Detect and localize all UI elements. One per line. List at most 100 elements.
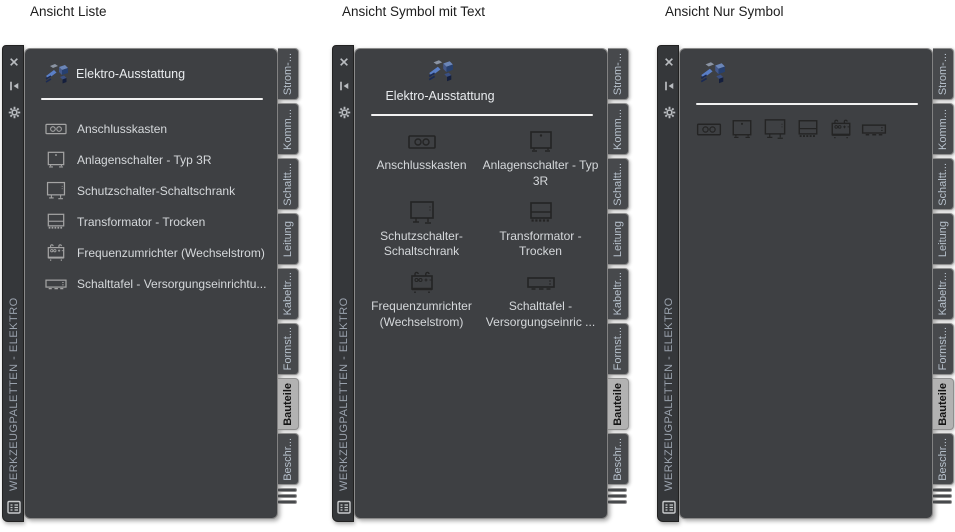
tool-item[interactable]: Transformator - Trocken xyxy=(25,206,277,237)
tab-schalttafeln[interactable]: Schaltt... xyxy=(278,158,299,210)
tool-label: Frequenzumrichter (Wechselstrom) xyxy=(77,245,265,260)
properties-icon xyxy=(6,499,22,515)
tool-item[interactable]: Transformator - Trocken xyxy=(482,200,599,261)
tab-leitung[interactable]: Leitung xyxy=(278,213,299,265)
tool-palette-window-icon-text-view: WERKZEUGPALETTEN - ELEKTRO Elektro-Ausst… xyxy=(332,45,629,522)
tab-beschriftung[interactable]: Beschr... xyxy=(608,433,629,485)
tool-item[interactable]: Schalttafel - Versorgungseinric ... xyxy=(482,270,599,331)
tool-item[interactable]: Schutzschalter-Schaltschrank xyxy=(25,175,277,206)
gear-icon xyxy=(663,106,676,119)
title-bar-strip: WERKZEUGPALETTEN - ELEKTRO xyxy=(332,45,354,522)
tab-overflow-stack[interactable] xyxy=(608,488,627,504)
tool-item[interactable]: Anschlusskasten xyxy=(25,113,277,144)
transformer-icon xyxy=(43,212,69,232)
tab-formstuecke[interactable]: Formst... xyxy=(608,323,629,375)
tab-kommunikation[interactable]: Komm... xyxy=(278,103,299,155)
tab-stromversorgung[interactable]: Strom-... xyxy=(278,48,299,100)
elektro-ausstattung-icon xyxy=(698,59,726,87)
settings-button[interactable] xyxy=(333,102,355,122)
tab-overflow-stack[interactable] xyxy=(933,488,952,504)
tool-grid: Anschlusskasten Anlagenschalter - Typ 3R… xyxy=(363,129,599,331)
close-icon xyxy=(339,57,349,67)
tab-bauteile[interactable]: Bauteile xyxy=(933,378,954,430)
tab-formstuecke[interactable]: Formst... xyxy=(933,323,954,375)
palette-panel: Elektro-Ausstattung Anschlusskasten Anla… xyxy=(24,48,278,519)
close-button[interactable] xyxy=(3,52,25,72)
equipment-switch-icon xyxy=(525,129,557,155)
elektro-ausstattung-icon xyxy=(43,61,69,87)
auto-hide-button[interactable] xyxy=(658,76,680,96)
tab-leitung[interactable]: Leitung xyxy=(933,213,954,265)
tab-kabeltrassen[interactable]: Kabeltr... xyxy=(933,268,954,320)
tab-bauteile[interactable]: Bauteile xyxy=(278,378,299,430)
tool-item[interactable]: Schutzschalter- Schaltschrank xyxy=(363,200,480,261)
tab-stromversorgung[interactable]: Strom-... xyxy=(608,48,629,100)
tab-beschriftung[interactable]: Beschr... xyxy=(933,433,954,485)
tab-beschriftung[interactable]: Beschr... xyxy=(278,433,299,485)
group-header xyxy=(680,49,932,92)
pin-icon xyxy=(663,80,675,92)
tab-kabeltrassen[interactable]: Kabeltr... xyxy=(608,268,629,320)
breaker-cabinet-icon xyxy=(43,181,69,201)
tab-leitung[interactable]: Leitung xyxy=(608,213,629,265)
group-separator xyxy=(696,103,918,105)
breaker-cabinet-icon[interactable] xyxy=(761,118,789,141)
tab-kommunikation[interactable]: Komm... xyxy=(933,103,954,155)
tool-item[interactable]: Frequenzumrichter (Wechselstrom) xyxy=(363,270,480,331)
group-header-label: Elektro-Ausstattung xyxy=(76,67,186,81)
tab-schalttafeln[interactable]: Schaltt... xyxy=(933,158,954,210)
equipment-switch-icon xyxy=(43,150,69,170)
tab-strip: Strom-... Komm... Schaltt... Leitung Kab… xyxy=(608,48,629,506)
properties-button[interactable] xyxy=(5,498,23,516)
close-button[interactable] xyxy=(333,52,355,72)
tool-label: Anschlusskasten xyxy=(376,158,467,172)
frequency-converter-icon[interactable] xyxy=(827,118,855,141)
transformer-icon xyxy=(525,200,557,226)
tab-kabeltrassen[interactable]: Kabeltr... xyxy=(278,268,299,320)
close-icon xyxy=(9,57,19,67)
view-label-liste: Ansicht Liste xyxy=(30,4,107,19)
tool-item[interactable]: Anlagenschalter - Typ 3R xyxy=(482,129,599,190)
frequency-converter-icon xyxy=(406,270,438,296)
tab-strip: Strom-... Komm... Schaltt... Leitung Kab… xyxy=(933,48,954,506)
properties-button[interactable] xyxy=(660,498,678,516)
junction-box-icon xyxy=(43,119,69,139)
settings-button[interactable] xyxy=(3,102,25,122)
tab-stromversorgung[interactable]: Strom-... xyxy=(933,48,954,100)
properties-button[interactable] xyxy=(335,498,353,516)
tab-bauteile[interactable]: Bauteile xyxy=(608,378,629,430)
palette-panel: Elektro-Ausstattung Anschlusskasten Anla… xyxy=(354,48,608,519)
tab-kommunikation[interactable]: Komm... xyxy=(608,103,629,155)
tool-icon-row xyxy=(695,118,932,141)
close-button[interactable] xyxy=(658,52,680,72)
tool-label: Frequenzumrichter (Wechselstrom) xyxy=(371,299,472,330)
auto-hide-button[interactable] xyxy=(333,76,355,96)
tool-palette-window-list-view: WERKZEUGPALETTEN - ELEKTRO Elektro-Ausst… xyxy=(2,45,299,522)
junction-box-icon xyxy=(406,129,438,155)
tool-list: Anschlusskasten Anlagenschalter - Typ 3R… xyxy=(25,113,277,299)
tab-formstuecke[interactable]: Formst... xyxy=(278,323,299,375)
transformer-icon[interactable] xyxy=(794,118,822,141)
gear-icon xyxy=(338,106,351,119)
palette-panel xyxy=(679,48,933,519)
tab-schalttafeln[interactable]: Schaltt... xyxy=(608,158,629,210)
tab-overflow-stack[interactable] xyxy=(278,488,297,504)
group-separator xyxy=(371,114,593,116)
tool-item[interactable]: Schalttafel - Versorgungseinrichtu... xyxy=(25,268,277,299)
tool-item[interactable]: Anlagenschalter - Typ 3R xyxy=(25,144,277,175)
frequency-converter-icon xyxy=(43,243,69,263)
panelboard-icon[interactable] xyxy=(860,118,888,141)
properties-icon xyxy=(661,499,677,515)
tool-label: Transformator - Trocken xyxy=(77,214,206,229)
auto-hide-button[interactable] xyxy=(3,76,25,96)
tool-item[interactable]: Anschlusskasten xyxy=(363,129,480,190)
settings-button[interactable] xyxy=(658,102,680,122)
tool-item[interactable]: Frequenzumrichter (Wechselstrom) xyxy=(25,237,277,268)
palette-window-title: WERKZEUGPALETTEN - ELEKTRO xyxy=(663,297,675,491)
palette-window-title: WERKZEUGPALETTEN - ELEKTRO xyxy=(338,297,350,491)
equipment-switch-icon[interactable] xyxy=(728,118,756,141)
tool-palette-window-icon-only-view: WERKZEUGPALETTEN - ELEKTRO Strom-... Kom… xyxy=(657,45,954,522)
junction-box-icon[interactable] xyxy=(695,118,723,141)
tab-strip: Strom-... Komm... Schaltt... Leitung Kab… xyxy=(278,48,299,506)
group-header-label: Elektro-Ausstattung xyxy=(385,89,495,103)
